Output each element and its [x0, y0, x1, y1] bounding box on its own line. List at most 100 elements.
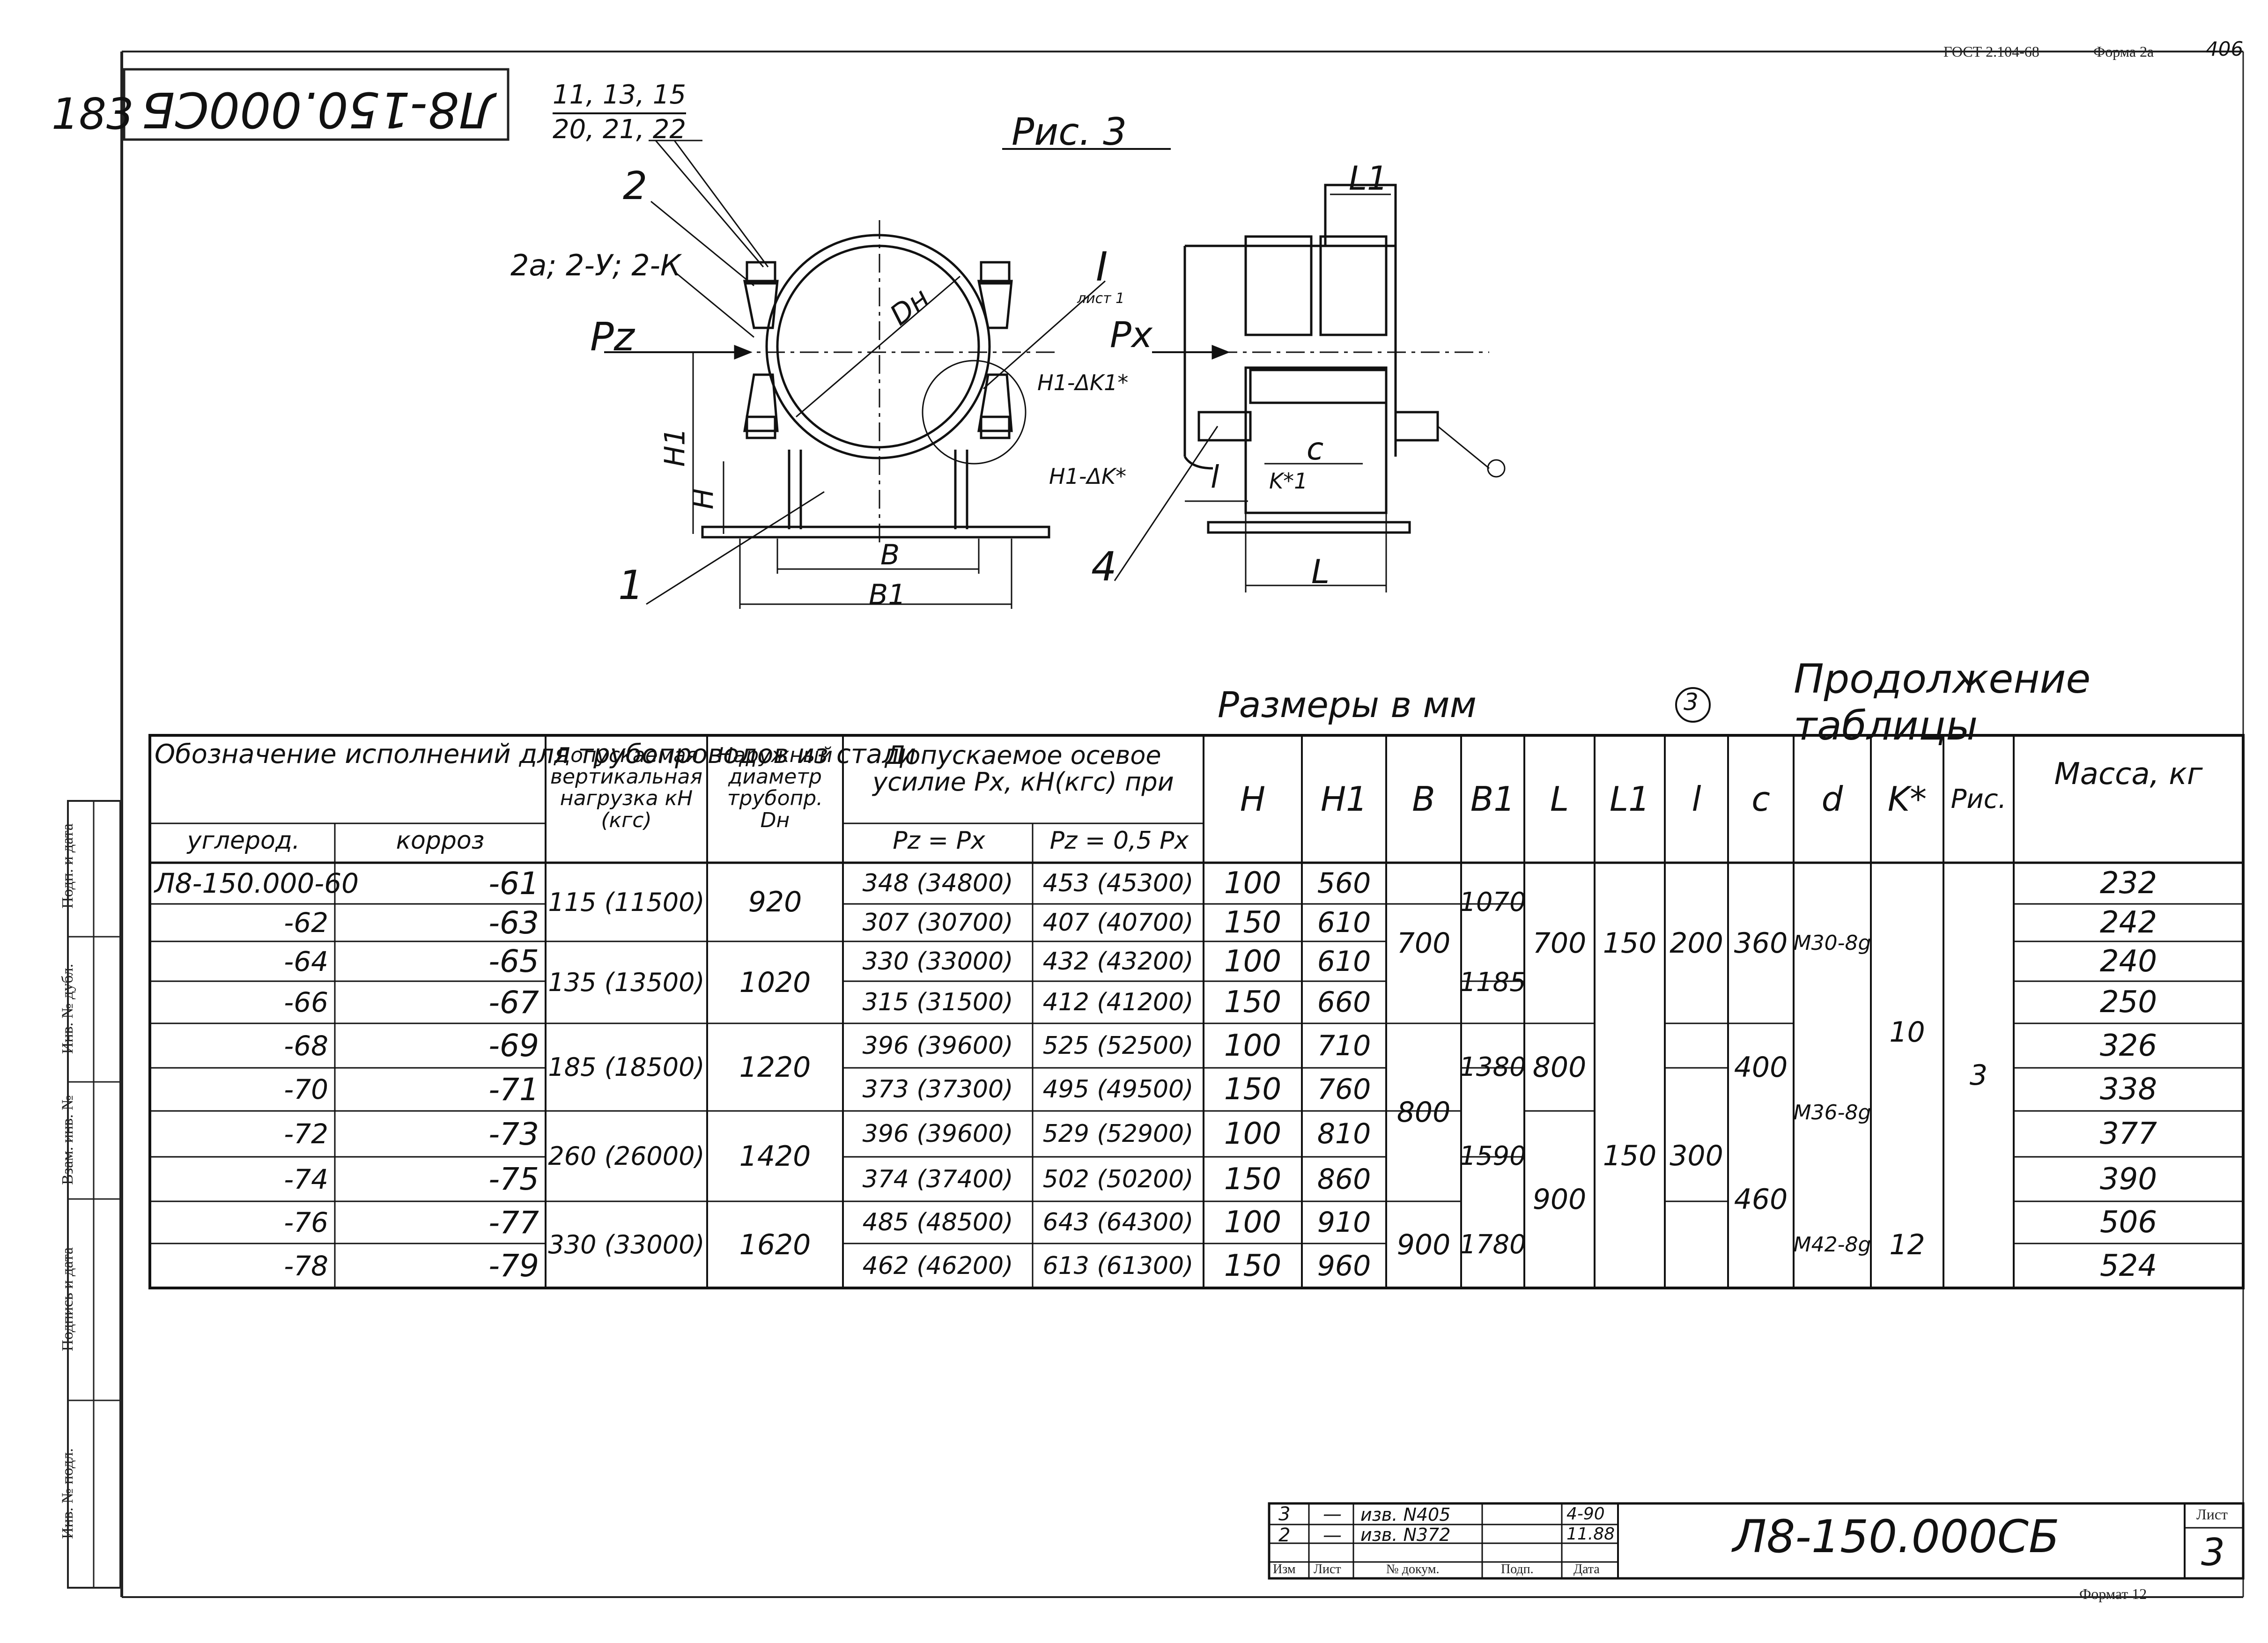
rev2-list: —: [1323, 1525, 1342, 1546]
cell-pz-eq-px: 330 (33000): [862, 947, 1013, 976]
merged-l-1: 200: [1670, 926, 1723, 960]
rev2-izm: 2: [1278, 1525, 1291, 1546]
rev2-doc: изв. N372: [1360, 1525, 1451, 1545]
cell-mass: 250: [2099, 985, 2157, 1020]
cell-carbon: -74: [284, 1163, 328, 1195]
cell-H: 100: [1224, 1205, 1282, 1240]
cell-H: 100: [1224, 1117, 1282, 1151]
cell-H: 150: [1224, 1248, 1282, 1283]
hdr-H: H: [1240, 779, 1266, 819]
hdr-carbon: углерод.: [187, 827, 300, 855]
cell-corrosion: -63: [488, 904, 539, 941]
corner-number: 183: [52, 89, 134, 139]
cell-pz-eq-px: 348 (34800): [862, 869, 1013, 897]
cell-pz-eq-px: 307 (30700): [862, 909, 1013, 937]
cell-pz-half-px: 495 (49500): [1042, 1075, 1194, 1103]
hdr-pz-eq-px: Pz = Px: [893, 827, 985, 855]
hdr-vertical-load: Допускаемая вертикальная нагрузка кН (кг…: [550, 743, 702, 832]
callout-b1: B1: [869, 578, 906, 611]
page-corner-number: 406: [2206, 37, 2244, 60]
cell-H1: 860: [1317, 1162, 1371, 1196]
cell-pz-eq-px: 462 (46200): [862, 1251, 1013, 1280]
merged-B1-2: 1185: [1459, 967, 1526, 998]
merged-diameter-1: 920: [748, 886, 802, 918]
cell-mass: 506: [2099, 1205, 2157, 1240]
cell-H: 100: [1224, 1028, 1282, 1063]
cell-H: 150: [1224, 1162, 1282, 1197]
callout-h1: H1: [658, 428, 692, 467]
hdr-L1: L1: [1610, 779, 1650, 819]
sheet-number: 3: [2201, 1531, 2225, 1574]
cell-pz-half-px: 613 (61300): [1042, 1251, 1194, 1280]
cell-mass: 377: [2099, 1117, 2157, 1151]
cell-corrosion: -71: [488, 1071, 539, 1108]
merged-d-1: M30-8g: [1793, 931, 1871, 955]
cell-carbon: -76: [284, 1206, 328, 1238]
cell-mass: 240: [2099, 944, 2157, 979]
callout-top-1: 11, 13, 15: [553, 80, 686, 110]
cell-corrosion: -77: [488, 1204, 539, 1241]
hdr-corrosion: корроз: [396, 827, 485, 855]
stamp-orig-inv: Инв. № подл.: [59, 1448, 76, 1539]
hdr-designation: Обозначение исполнений для трубопроводов…: [155, 739, 916, 770]
sheet-label: Лист: [2196, 1506, 2228, 1523]
cell-pz-half-px: 643 (64300): [1042, 1208, 1194, 1236]
merged-load-2: 135 (13500): [548, 968, 705, 997]
cell-H: 100: [1224, 944, 1282, 979]
rotated-designation: Л8-150.000СБ: [141, 81, 495, 138]
cell-pz-eq-px: 396 (39600): [862, 1031, 1013, 1060]
cell-mass: 338: [2099, 1072, 2157, 1107]
cell-H1: 810: [1317, 1118, 1371, 1150]
table-caption: Продолжение таблицы: [1794, 656, 2091, 749]
cell-H1: 660: [1317, 986, 1371, 1019]
col-date: Дата: [1574, 1562, 1600, 1576]
merged-load-4: 260 (26000): [548, 1141, 705, 1171]
hdr-L: L: [1550, 779, 1569, 819]
cell-pz-eq-px: 373 (37300): [862, 1075, 1013, 1103]
format-label: Формат 12: [2079, 1585, 2147, 1602]
cell-carbon: -68: [284, 1029, 328, 1062]
callout-l1: L1: [1349, 159, 1388, 198]
cell-pz-half-px: 407 (40700): [1042, 909, 1194, 937]
cell-H1: 560: [1317, 867, 1371, 900]
hdr-fig: Рис.: [1950, 784, 2007, 814]
cell-corrosion: -61: [488, 865, 539, 902]
sizes-caption: Размеры в мм: [1218, 684, 1477, 725]
cell-H: 150: [1224, 1072, 1282, 1107]
callout-2: 2: [623, 164, 648, 208]
callout-k1: K*1: [1269, 468, 1308, 494]
cell-pz-half-px: 412 (41200): [1042, 988, 1194, 1016]
cell-corrosion: -67: [488, 984, 539, 1021]
cell-carbon: Л8-150.000-60: [155, 867, 359, 899]
cell-pz-eq-px: 396 (39600): [862, 1120, 1013, 1148]
standard-label: ГОСТ 2.104-68: [1943, 43, 2039, 60]
callout-b: B: [880, 539, 900, 571]
hdr-K: K*: [1887, 779, 1927, 819]
cell-mass: 242: [2099, 905, 2157, 940]
col-sign: Подп.: [1501, 1562, 1534, 1576]
callout-detail: I: [1096, 244, 1108, 290]
merged-diameter-5: 1620: [739, 1228, 811, 1261]
merged-load-5: 330 (33000): [548, 1230, 705, 1259]
stamp-signature-date: Подпись и дата: [59, 1247, 76, 1351]
cell-H1: 610: [1317, 945, 1371, 978]
callout-pz: Pz: [590, 314, 635, 360]
rev1-date: 4-90: [1566, 1504, 1605, 1524]
callout-top-2: 20, 21, 22: [553, 112, 686, 145]
cell-corrosion: -73: [488, 1116, 539, 1152]
form-label: Форма 2а: [2093, 43, 2154, 60]
cell-pz-half-px: 502 (50200): [1042, 1165, 1194, 1193]
cell-H: 100: [1224, 866, 1282, 901]
hdr-H1: H1: [1321, 779, 1367, 819]
callout-l-small: l: [1211, 459, 1219, 495]
cell-H1: 610: [1317, 906, 1371, 939]
cell-H: 150: [1224, 905, 1282, 940]
merged-L-2: 800: [1532, 1051, 1587, 1084]
cell-carbon: -66: [284, 986, 328, 1018]
merged-diameter-2: 1020: [739, 966, 811, 999]
cell-pz-half-px: 432 (43200): [1042, 947, 1194, 976]
hdr-B1: B1: [1470, 779, 1515, 819]
merged-L-1: 700: [1532, 926, 1587, 960]
figure-title: Рис. 3: [1012, 110, 1127, 154]
cell-H: 150: [1224, 985, 1282, 1020]
